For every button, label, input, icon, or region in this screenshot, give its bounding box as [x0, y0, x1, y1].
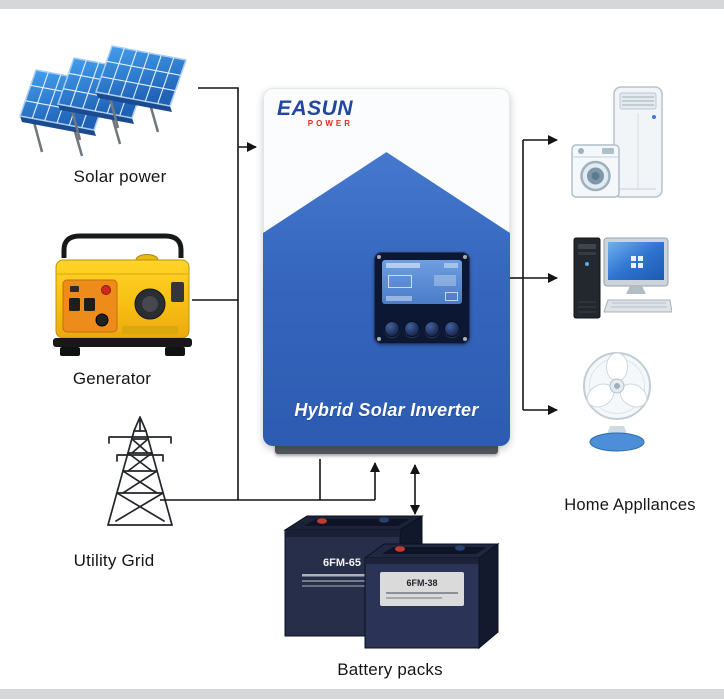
inverter-button-2[interactable]: [404, 321, 420, 337]
generator-icon: [53, 233, 192, 356]
wire-left-bus: [198, 87, 239, 500]
brand-name: EASUN: [277, 97, 354, 120]
appliances-top-group: [571, 86, 663, 198]
lcd-screen: [382, 260, 462, 304]
battery-pack-icon: 6FM-65 6FM-38: [283, 515, 500, 650]
computer-tower-icon: [573, 237, 601, 319]
monitor-icon: [603, 237, 669, 294]
desktop-computer-icon: [573, 237, 672, 319]
inverter-title: Hybrid Solar Inverter: [294, 400, 479, 420]
windows-logo-icon: [631, 256, 643, 268]
battery-packs-label: Battery packs: [337, 660, 443, 679]
inverter-button-3[interactable]: [424, 321, 440, 337]
letterbox-bottom: [0, 689, 724, 699]
keyboard-icon: [603, 299, 672, 313]
inverter-display-module: [374, 252, 470, 344]
battery-a-model: 6FM-65: [323, 557, 361, 569]
screw-icon: [463, 255, 467, 259]
screw-icon: [377, 255, 381, 259]
screw-icon: [463, 337, 467, 341]
inverter-body: EASUN POWER Hybrid Solar In: [263, 88, 510, 446]
solar-power-label: Solar power: [73, 167, 167, 186]
washing-machine-icon: [571, 144, 620, 198]
hybrid-inverter: EASUN POWER Hybrid Solar In: [263, 88, 510, 460]
letterbox-top: [0, 0, 724, 9]
utility-tower-icon: [107, 416, 173, 526]
fan-icon: [583, 352, 651, 452]
air-conditioner-icon: [613, 86, 663, 198]
inverter-button-4[interactable]: [444, 321, 460, 337]
home-appliances-label: Home Appllances: [564, 496, 696, 514]
battery-b-model: 6FM-38: [406, 578, 437, 588]
inverter-button-1[interactable]: [384, 321, 400, 337]
utility-grid-label: Utility Grid: [73, 551, 155, 570]
inverter-button-row: [384, 321, 460, 337]
screw-icon: [377, 337, 381, 341]
brand-subname: POWER: [307, 119, 354, 128]
generator-label: Generator: [72, 369, 152, 388]
battery-b: 6FM-38: [363, 543, 500, 650]
brand-logo: EASUN POWER: [277, 98, 353, 128]
